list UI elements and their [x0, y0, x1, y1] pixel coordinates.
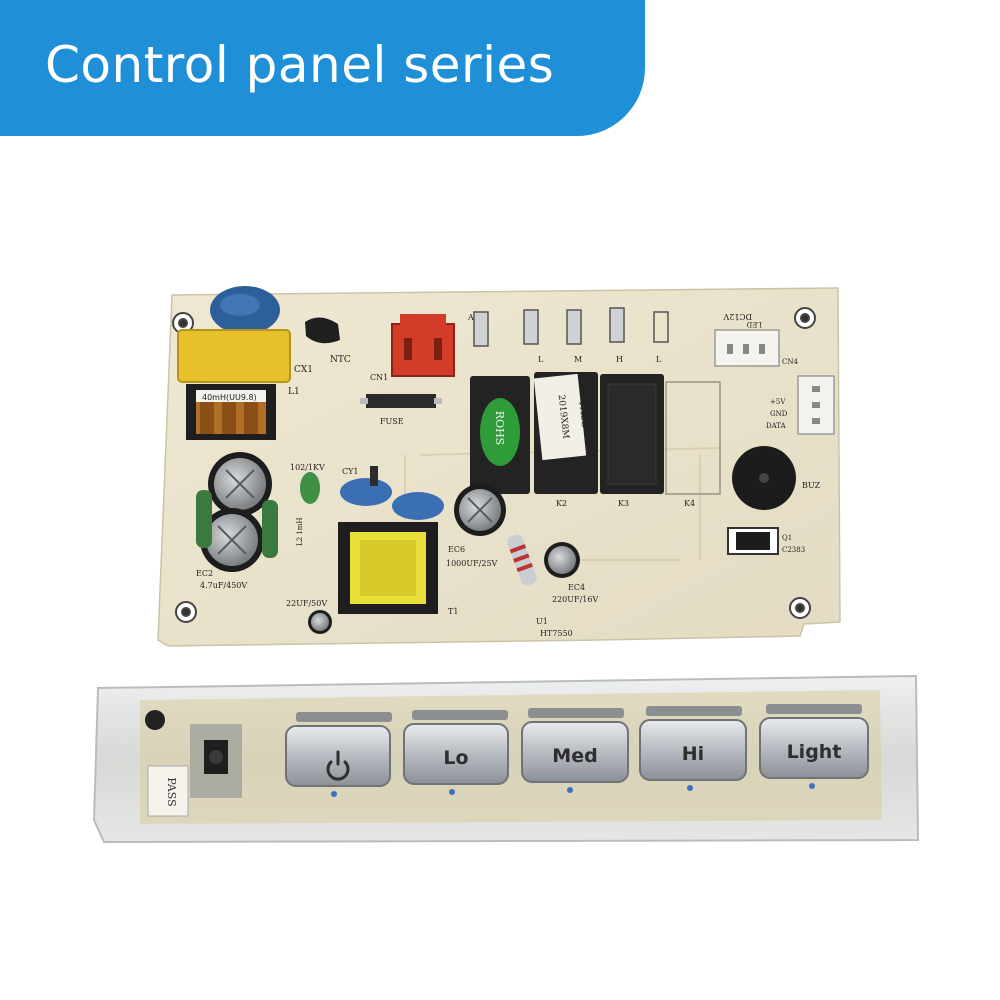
svg-text:EC6: EC6: [448, 545, 465, 554]
power-icon: [326, 750, 350, 781]
svg-text:BUZ: BUZ: [802, 481, 821, 490]
svg-text:4.7uF/450V: 4.7uF/450V: [200, 581, 247, 590]
svg-text:K4: K4: [684, 499, 695, 508]
svg-text:L: L: [538, 355, 544, 364]
svg-text:CY1: CY1: [342, 467, 359, 476]
svg-text:U1: U1: [536, 617, 548, 626]
capacitor: [308, 610, 332, 634]
svg-text:EC2: EC2: [196, 569, 213, 578]
y-capacitor: [340, 478, 392, 506]
transformer: T1: [338, 522, 458, 616]
svg-text:L: L: [656, 355, 662, 364]
svg-text:DC12V: DC12V: [723, 312, 752, 321]
svg-text:CX1: CX1: [294, 365, 313, 375]
transistor-q1: Q1 C2383: [727, 527, 805, 555]
capacitor: EC6 1000UF/25V: [446, 484, 506, 568]
page-title: Control panel series: [45, 36, 555, 94]
fuse: FUSE: [360, 394, 442, 426]
svg-text:C2383: C2383: [782, 546, 805, 554]
hi-button[interactable]: Hi: [639, 719, 747, 781]
inductor: [262, 500, 278, 558]
svg-text:Q1: Q1: [782, 534, 792, 542]
pass-sticker: PASS: [147, 765, 189, 817]
svg-text:CN4: CN4: [782, 358, 798, 366]
power-button[interactable]: [285, 725, 391, 787]
relay-k2: PASS 2019X8M K2: [533, 372, 598, 508]
svg-text:K2: K2: [556, 499, 567, 508]
terminal-pins: [473, 307, 669, 347]
common-mode-inductor: 40mH(UU9.8): [186, 384, 276, 440]
hi-label: Hi: [682, 743, 704, 765]
svg-text:DATA: DATA: [766, 422, 787, 430]
svg-text:NTC: NTC: [330, 355, 351, 365]
led-connector: DC12V LED CN4: [714, 312, 798, 367]
svg-text:220UF/16V: 220UF/16V: [552, 595, 598, 604]
svg-text:EC4: EC4: [568, 583, 585, 592]
title-banner: Control panel series: [0, 0, 645, 136]
svg-text:CN1: CN1: [370, 373, 388, 382]
svg-text:40mH(UU9.8): 40mH(UU9.8): [202, 393, 257, 402]
svg-text:GND: GND: [770, 410, 788, 418]
light-label: Light: [787, 741, 842, 763]
lo-label: Lo: [443, 747, 468, 769]
svg-text:FUSE: FUSE: [380, 417, 404, 426]
relay-k1: ROHS: [470, 376, 530, 494]
tact-switch: [296, 704, 862, 722]
svg-text:T1: T1: [448, 607, 458, 616]
capacitor: [208, 452, 272, 516]
key-board: PASS Lo Med Hi: [92, 674, 920, 844]
capacitor: [200, 508, 264, 572]
svg-text:1000UF/25V: 1000UF/25V: [446, 559, 498, 568]
svg-text:M: M: [574, 355, 582, 364]
light-button[interactable]: Light: [759, 717, 869, 779]
capacitor: [145, 710, 165, 730]
relay-k3: K3: [600, 374, 664, 508]
svg-text:PASS: PASS: [577, 401, 591, 429]
y-capacitor: [392, 492, 444, 520]
svg-text:102/1KV: 102/1KV: [290, 463, 325, 472]
indicator-dot: [331, 783, 815, 797]
svg-text:2019X8M: 2019X8M: [556, 394, 571, 439]
svg-text:H: H: [616, 355, 623, 364]
svg-text:ROHS: ROHS: [493, 411, 506, 445]
resistor: [507, 534, 537, 586]
inductor: [196, 490, 212, 548]
med-button[interactable]: Med: [521, 721, 629, 783]
svg-text:+5V: +5V: [770, 398, 786, 406]
svg-text:22UF/50V: 22UF/50V: [286, 599, 327, 608]
lo-button[interactable]: Lo: [403, 723, 509, 785]
mounting-hole: [172, 307, 816, 623]
main-board: CX1 40mH(UU9.8) L1 NTC CN1 A(N): [157, 286, 841, 647]
buzzer: BUZ: [732, 446, 821, 510]
svg-text:K3: K3: [618, 499, 629, 508]
svg-text:PASS: PASS: [165, 777, 178, 806]
svg-text:L2 1mH: L2 1mH: [296, 517, 304, 546]
svg-text:L1: L1: [288, 387, 300, 397]
ntc-thermistor: NTC: [305, 317, 351, 365]
ceramic-capacitor: [300, 472, 320, 504]
med-label: Med: [552, 745, 597, 767]
data-connector: +5V GND DATA: [766, 375, 835, 435]
ir-receiver: [190, 724, 242, 798]
x-capacitor: [177, 329, 291, 383]
capacitor: EC4 220UF/16V: [544, 542, 598, 604]
svg-text:LED: LED: [746, 320, 762, 328]
svg-text:HT7550: HT7550: [540, 629, 573, 638]
